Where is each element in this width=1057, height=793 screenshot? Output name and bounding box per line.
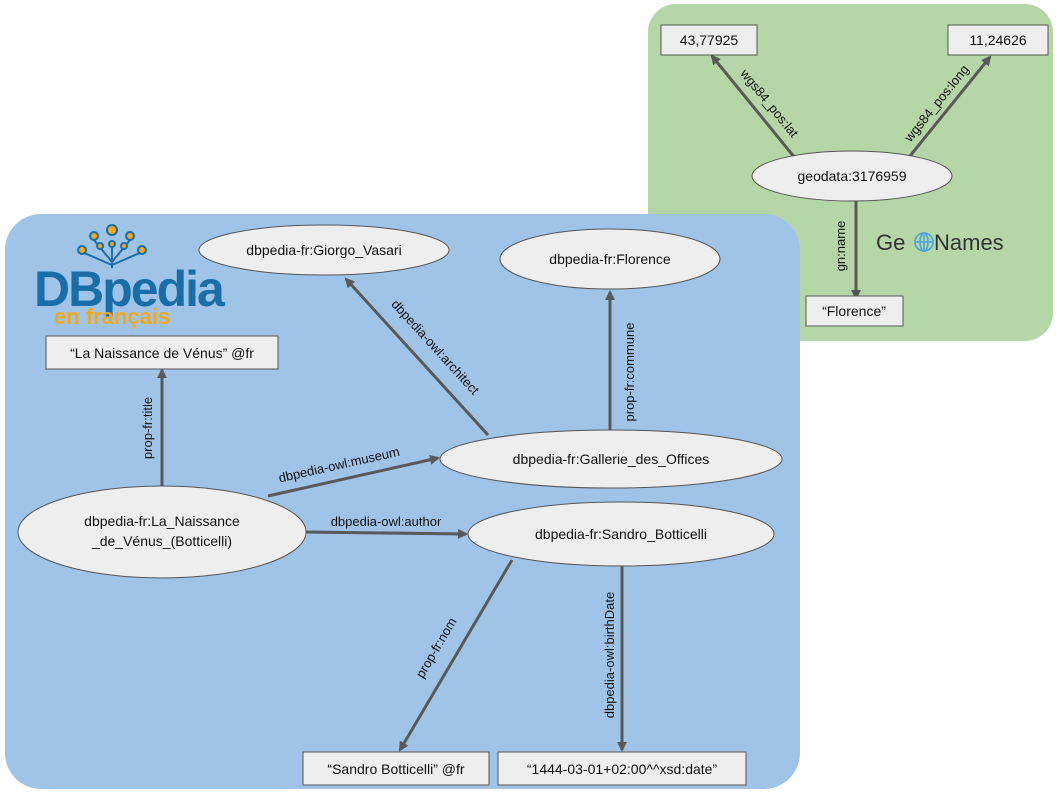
dbpedia-logo-text: DBpedia: [34, 261, 226, 317]
edge-label-commune: prop-fr:commune: [622, 323, 637, 422]
geonames-logo-text-2: Names: [934, 230, 1004, 255]
edge-museum: [267, 454, 440, 498]
literal-label-lat: 43,77925: [680, 32, 739, 48]
node-gallerie-des-offices: dbpedia-fr:Gallerie_des_Offices: [439, 429, 783, 489]
dbpedia-logo-subtext: en français: [54, 304, 170, 329]
node-florence: dbpedia-fr:Florence: [499, 228, 721, 290]
node-sandro-botticelli: dbpedia-fr:Sandro_Botticelli: [467, 501, 775, 567]
literal-florence: “Florence”: [805, 295, 904, 327]
literal-label-birthdate: “1444-03-01+02:00^^xsd:date”: [527, 761, 718, 777]
literal-label-florence: “Florence”: [822, 303, 886, 319]
geonames-logo: Ge Names: [876, 230, 1004, 255]
edge-nom: [398, 559, 514, 752]
literal-lat: 43,77925: [660, 24, 758, 56]
literal-birthdate: “1444-03-01+02:00^^xsd:date”: [497, 751, 747, 786]
edge-label-title: prop-fr:title: [140, 397, 155, 459]
literal-label-long: 11,24626: [969, 32, 1027, 48]
geonames-logo-text-1: Ge: [876, 230, 905, 255]
node-label-gallerie: dbpedia-fr:Gallerie_des_Offices: [513, 451, 710, 467]
node-geodata: geodata:3176959: [751, 150, 953, 202]
dbpedia-tree-icon: [77, 224, 147, 268]
globe-icon: [914, 232, 934, 252]
literal-label-nom: “Sandro Botticelli” @fr: [327, 761, 464, 777]
literal-title: “La Naissance de Vénus” @fr: [45, 335, 279, 370]
edge-label-author: dbpedia-owl:author: [331, 514, 442, 529]
edge-lat: [710, 54, 797, 159]
literal-label-title: “La Naissance de Vénus” @fr: [70, 345, 254, 361]
edge-label-gn-name: gn:name: [833, 221, 848, 272]
edge-label-birthdate: dbpedia-owl:birthDate: [602, 592, 617, 718]
node-label-botticelli: dbpedia-fr:Sandro_Botticelli: [535, 526, 707, 542]
edge-long: [908, 55, 992, 157]
node-label-naissance-line2: _de_Vénus_(Botticelli): [91, 533, 232, 549]
literal-nom: “Sandro Botticelli” @fr: [302, 751, 490, 786]
edge-architect: [344, 277, 490, 437]
edge-author: [305, 528, 468, 539]
literal-long: 11,24626: [947, 24, 1049, 56]
node-label-florence: dbpedia-fr:Florence: [549, 251, 671, 267]
node-label-geodata: geodata:3176959: [798, 168, 907, 184]
node-label-naissance-line1: dbpedia-fr:La_Naissance: [84, 513, 240, 529]
node-label-giorgio-vasari: dbpedia-fr:Giorgo_Vasari: [246, 242, 401, 258]
dbpedia-logo: DBpedia en français: [34, 224, 228, 329]
node-la-naissance-de-venus: dbpedia-fr:La_Naissance _de_Vénus_(Botti…: [17, 485, 307, 579]
node-giorgio-vasari: dbpedia-fr:Giorgo_Vasari: [198, 224, 450, 276]
